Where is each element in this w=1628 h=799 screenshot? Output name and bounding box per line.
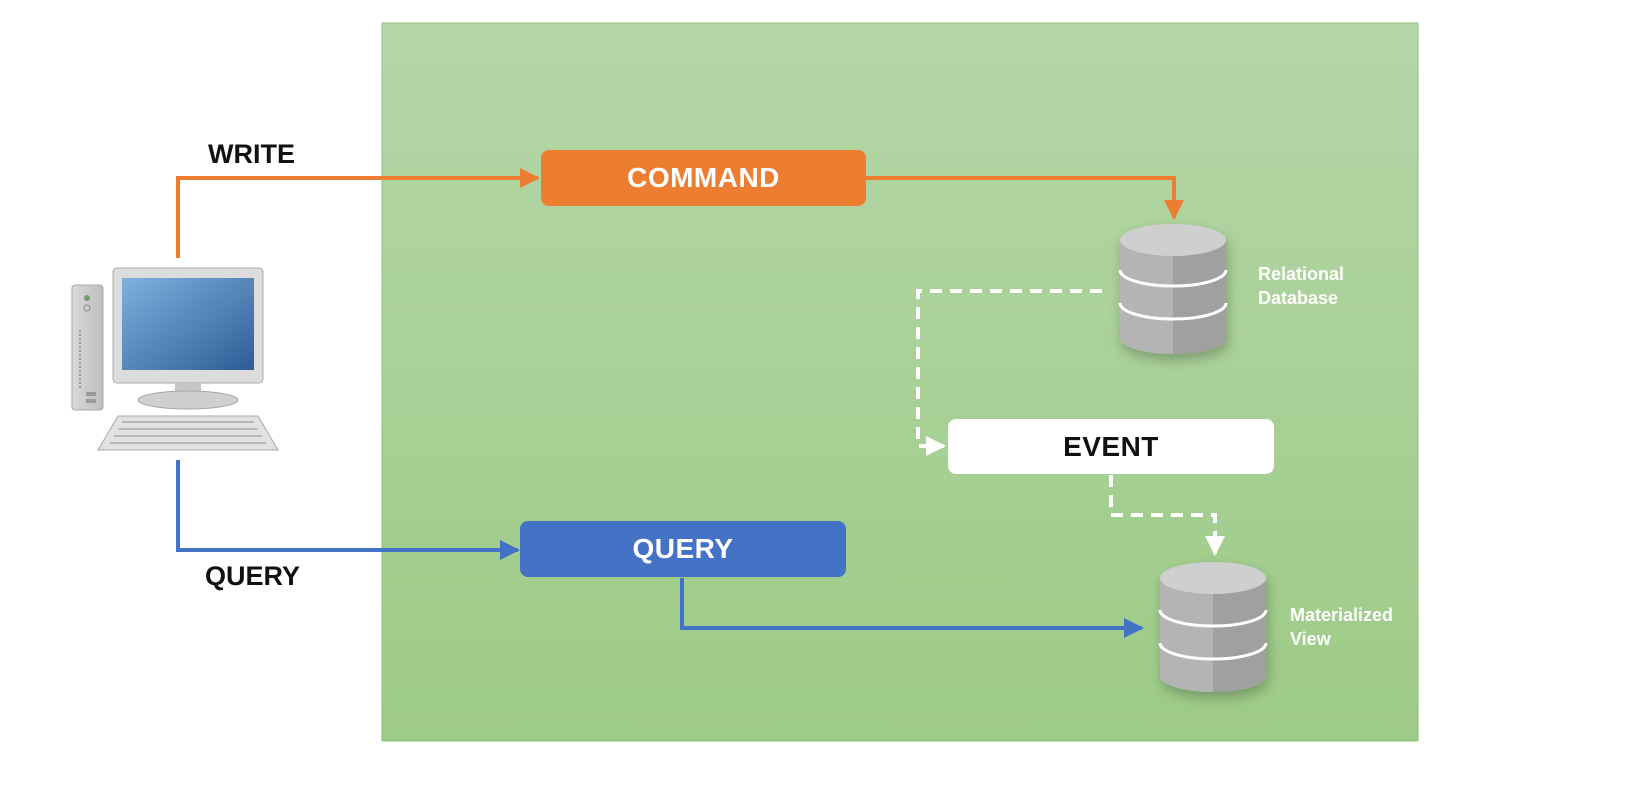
query-to-view-arrow bbox=[680, 578, 1144, 638]
db-to-event-arrow bbox=[916, 289, 1102, 456]
command-to-db-arrow bbox=[866, 176, 1184, 220]
relational-database-label: Relational Database bbox=[1258, 262, 1344, 310]
materialized-view-label-line2: View bbox=[1290, 629, 1331, 649]
relational-database-label-line1: Relational bbox=[1258, 264, 1345, 284]
query-flow-arrow bbox=[176, 460, 520, 560]
write-flow-arrow bbox=[176, 168, 540, 258]
relational-database-icon bbox=[1118, 224, 1228, 354]
relational-database-label-line2: Database bbox=[1258, 288, 1339, 308]
event-node: EVENT bbox=[948, 419, 1274, 474]
query-node: QUERY bbox=[520, 521, 846, 577]
materialized-view-label: Materialized View bbox=[1290, 603, 1393, 651]
materialized-view-icon bbox=[1158, 562, 1268, 692]
materialized-view-label-line1: Materialized bbox=[1290, 605, 1394, 625]
event-to-view-arrow bbox=[1109, 475, 1225, 556]
desktop-computer-icon bbox=[71, 267, 279, 451]
write-label: WRITE bbox=[208, 139, 295, 169]
command-node: COMMAND bbox=[541, 150, 866, 206]
query-label: QUERY bbox=[205, 561, 301, 591]
